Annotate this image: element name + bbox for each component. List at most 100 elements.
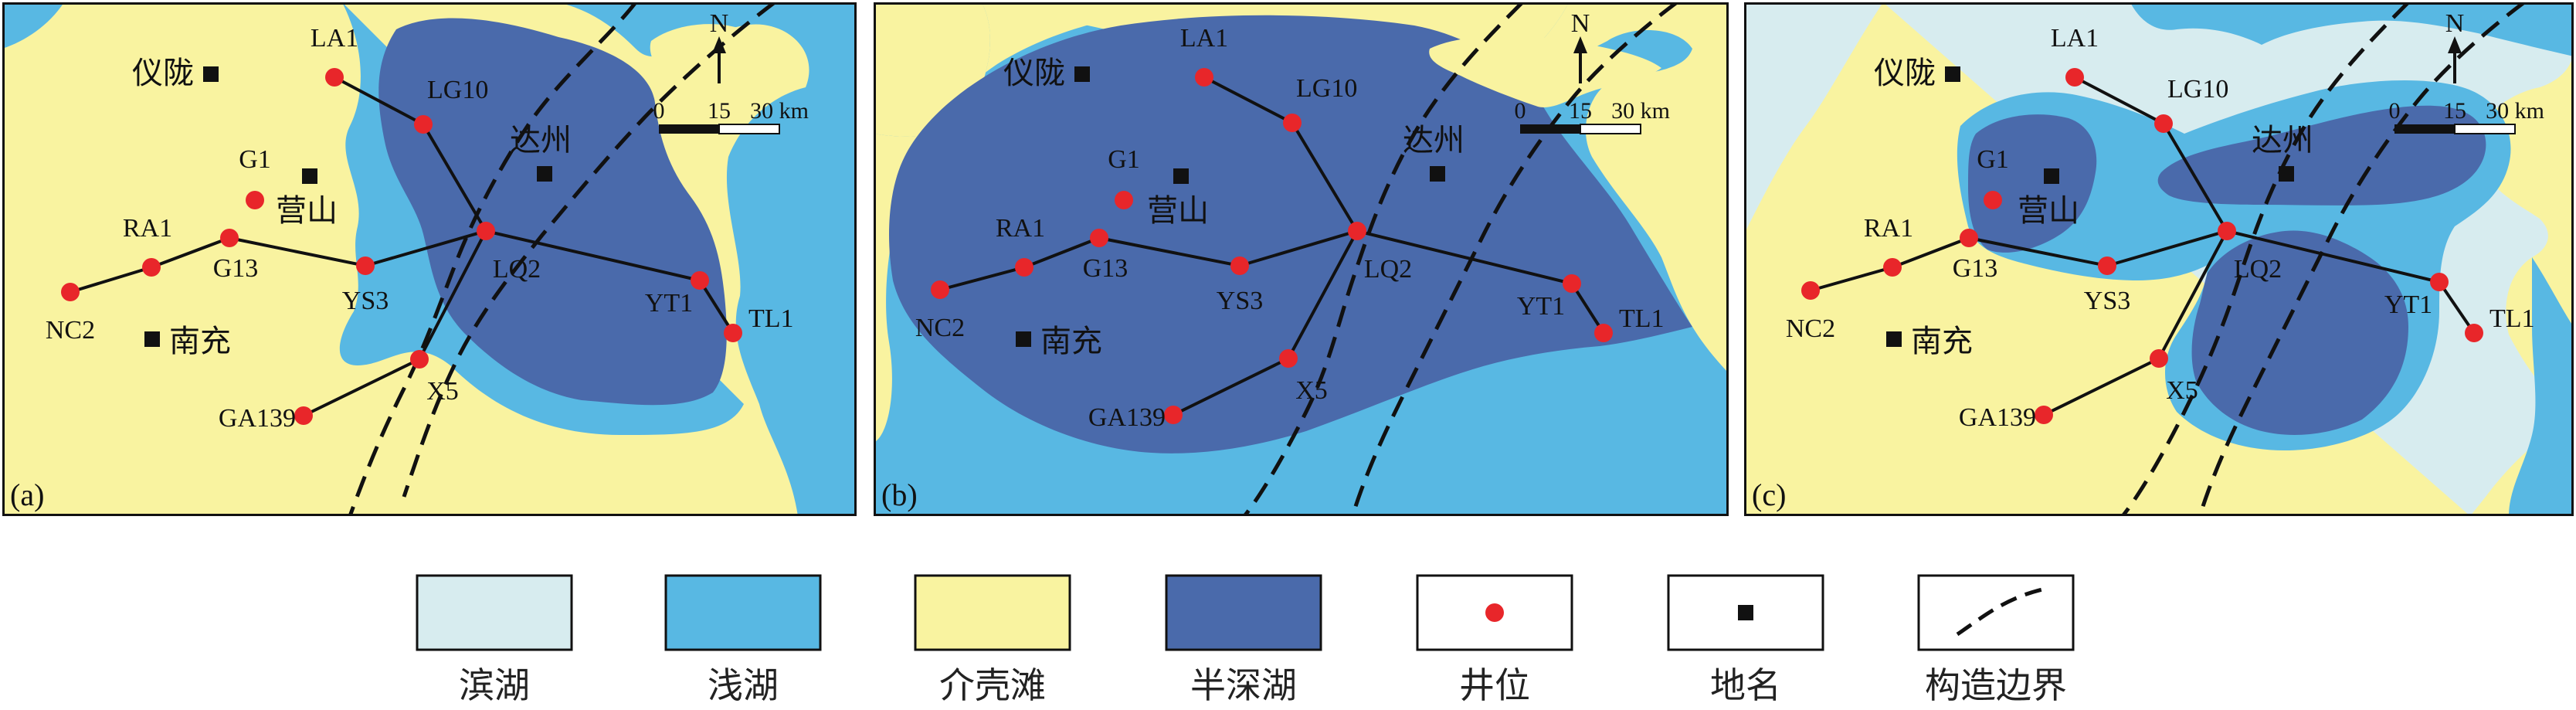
legend-item-place: 地名	[1667, 574, 1824, 705]
place-label: 仪陇	[1003, 56, 1065, 90]
well-marker	[294, 406, 313, 425]
well-marker	[1279, 349, 1298, 368]
well-label: LA1	[311, 24, 358, 53]
well-marker	[1164, 406, 1183, 424]
well-label: LA1	[1180, 24, 1228, 53]
well-label: LQ2	[493, 255, 541, 284]
structural-boundary-0	[1243, 2, 1524, 516]
panel-label: (b)	[881, 477, 918, 512]
well-marker	[325, 68, 344, 87]
north-arrow-icon	[1573, 36, 1587, 53]
scale-tick-label: 0	[653, 98, 665, 124]
well-marker	[1801, 281, 1820, 300]
well-label: YS3	[2084, 287, 2130, 315]
legend-swatch	[914, 574, 1071, 651]
well-marker	[2065, 68, 2084, 87]
well-marker	[410, 350, 429, 369]
well-marker	[1984, 191, 2002, 209]
legend-swatch	[1165, 574, 1322, 651]
well-marker	[477, 222, 495, 240]
well-marker	[142, 258, 161, 277]
place-marker	[537, 166, 552, 182]
well-marker	[1283, 114, 1302, 132]
well-label: LG10	[2167, 75, 2228, 104]
legend-item-boundary: 构造边界	[1917, 574, 2075, 705]
well-marker	[2154, 114, 2173, 133]
place-marker	[144, 331, 160, 347]
legend-item-shallow_lake: 浅湖	[664, 574, 822, 705]
legend-label: 井位	[1459, 666, 1530, 705]
facies-zone-4	[889, 15, 1692, 454]
place-label: 南充	[169, 324, 231, 358]
well-marker	[220, 229, 239, 247]
legend-label: 滨湖	[459, 666, 530, 705]
well-label: X5	[1295, 376, 1328, 405]
scale-tick-label: 15	[708, 98, 731, 124]
scale-tick-label: 30 km	[1611, 98, 1670, 124]
well-label: RA1	[1864, 214, 1913, 243]
legend-label: 构造边界	[1925, 666, 2067, 705]
north-label: N	[1571, 9, 1590, 38]
place-label: 营山	[1147, 193, 1209, 228]
place-label: 达州	[2252, 123, 2313, 158]
well-label: X5	[2166, 376, 2198, 405]
well-label: G1	[1108, 145, 1140, 174]
facies-zone-4	[650, 24, 774, 98]
legend-label: 半深湖	[1190, 666, 1297, 705]
panel-label: (c)	[1752, 477, 1786, 512]
north-arrow-icon	[712, 36, 726, 53]
facies-zone-7	[2191, 230, 2408, 435]
well-label: YT1	[645, 289, 693, 318]
place-label: 营山	[276, 193, 338, 228]
structural-boundary-1	[2198, 2, 2526, 516]
facies-zone-2	[2, 2, 64, 49]
well-marker	[2098, 256, 2116, 275]
north-arrow: N	[1571, 9, 1590, 83]
well-label: NC2	[46, 316, 95, 345]
well-marker	[246, 191, 264, 209]
well-marker	[61, 283, 80, 301]
place-marker	[2044, 168, 2059, 184]
place-symbol-icon	[1738, 605, 1753, 620]
well-label: TL1	[748, 304, 794, 333]
well-marker	[2035, 406, 2053, 424]
place-label: 营山	[2018, 193, 2079, 228]
well-marker	[356, 256, 375, 275]
well-label: LG10	[427, 76, 488, 104]
well-label: RA1	[996, 214, 1045, 243]
well-label: LQ2	[2234, 255, 2282, 284]
legend-swatch	[416, 574, 573, 651]
legend-swatch	[1917, 574, 2075, 651]
scale-bar: 0 15 30 km	[1515, 98, 1670, 134]
well-marker	[724, 324, 742, 342]
place-marker	[203, 66, 219, 82]
scale-tick-label: 30 km	[2486, 98, 2544, 124]
well-symbol-icon	[1485, 603, 1504, 622]
well-label: NC2	[915, 314, 965, 342]
legend-label: 浅湖	[708, 666, 779, 705]
panel-label: (a)	[10, 477, 44, 512]
well-marker	[1960, 229, 1978, 247]
place-marker	[1074, 66, 1090, 82]
well-label: GA139	[1959, 403, 2036, 432]
scale-tick-label: 0	[2389, 98, 2401, 124]
facies-zone-3	[2509, 257, 2574, 516]
well-marker	[1348, 222, 1366, 240]
north-arrow-icon	[2448, 36, 2462, 53]
well-marker	[1230, 256, 1249, 275]
well-label: RA1	[123, 214, 172, 243]
well-marker	[1563, 274, 1581, 293]
scale-tick-label: 15	[1569, 98, 1592, 124]
place-marker	[1945, 66, 1960, 82]
well-label: X5	[426, 377, 459, 406]
facies-zone-3	[378, 18, 727, 406]
place-marker	[302, 168, 317, 184]
well-label: G13	[1953, 254, 1998, 283]
structural-boundary-0	[348, 2, 637, 516]
scale-tick-label: 0	[1515, 98, 1526, 124]
well-label: YS3	[342, 287, 389, 315]
